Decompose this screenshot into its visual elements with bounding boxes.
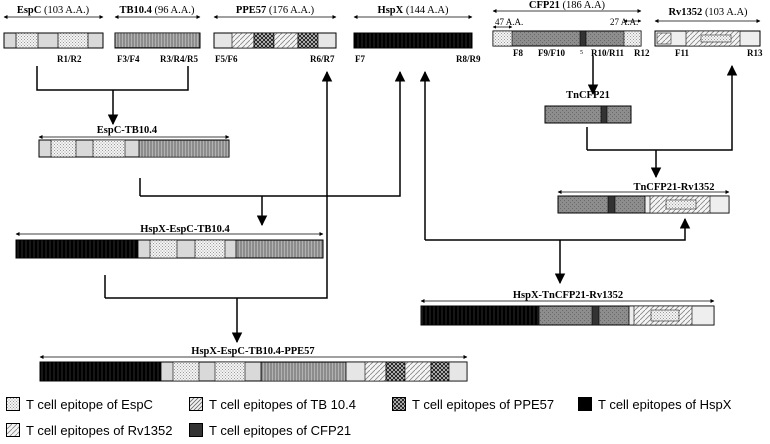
legend-item-hspx: T cell epitopes of HspX	[578, 395, 731, 413]
rv1352-name: Rv1352	[668, 7, 702, 18]
cfp21-swatch	[189, 423, 203, 437]
svg-text:CFP21 (186 A.A): CFP21 (186 A.A)	[529, 0, 606, 11]
primer-r12: R12	[634, 48, 650, 58]
legend-label-espc: T cell epitope of EspC	[26, 396, 153, 412]
svg-text:HspX (144 A.A): HspX (144 A.A)	[378, 5, 449, 16]
construct-hspx-espc-tb10-ppe57-label: HspX-EspC-TB10.4-PPE57	[191, 346, 314, 357]
primer-r8r9: R8/R9	[456, 54, 481, 64]
connector-lines	[36, 56, 738, 344]
espc-size: (103 A.A.)	[41, 5, 89, 16]
cfp21-left-segment: 47 A.A.	[495, 17, 523, 27]
construct-tncfp21-label: TnCFP21	[566, 90, 610, 101]
construct-tncfp21-rv1352-label: TnCFP21-Rv1352	[633, 182, 714, 193]
legend-item-rv1352: T cell epitopes of Rv1352	[6, 421, 172, 439]
construct-hspx-tncfp21-rv1352: HspX-TnCFP21-Rv1352	[420, 290, 715, 326]
primer-r6r7: R6/R7	[310, 54, 335, 64]
cfp21-size: (186 A.A)	[560, 0, 606, 11]
hspx-swatch	[578, 397, 592, 411]
construct-tncfp21-rv1352: TnCFP21-Rv1352	[557, 182, 730, 214]
svg-text:TB10.4 (96 A.A.): TB10.4 (96 A.A.)	[120, 5, 195, 16]
hspx-name: HspX	[378, 5, 404, 16]
legend-item-tb10: T cell epitopes of TB 10.4	[189, 395, 356, 413]
rv1352-swatch	[6, 423, 20, 437]
ppe57-protein: PPE57 (176 A.A.) F5/F6 R6/R7	[213, 5, 337, 64]
construct-espc-tb10-label: EspC-TB10.4	[97, 125, 158, 136]
legend-label-tb10: T cell epitopes of TB 10.4	[209, 396, 356, 412]
primer-f5f6: F5/F6	[215, 54, 238, 64]
rv1352-size: (103 A.A)	[702, 7, 748, 18]
construct-tncfp21: TnCFP21	[544, 90, 632, 124]
legend-item-cfp21: T cell epitopes of CFP21	[189, 421, 351, 439]
construct-hspx-tncfp21-rv1352-label: HspX-TnCFP21-Rv1352	[513, 290, 623, 301]
svg-text:PPE57 (176 A.A.): PPE57 (176 A.A.)	[236, 5, 315, 16]
legend-label-rv1352: T cell epitopes of Rv1352	[26, 422, 173, 438]
cfp21-mark: 5	[580, 50, 583, 56]
primer-r3r4r5: R3/R4/R5	[160, 54, 198, 64]
primer-f11: F11	[675, 48, 690, 58]
legend-label-ppe57: T cell epitopes of PPE57	[412, 396, 555, 412]
cfp21-right-segment: 27 A.A.	[610, 17, 638, 27]
tb10-swatch	[189, 397, 203, 411]
rv1352-protein: Rv1352 (103 A.A) F11 R13	[654, 7, 763, 58]
primer-f3f4: F3/F4	[117, 54, 140, 64]
hspx-size: (144 A.A)	[403, 5, 449, 16]
legend-item-espc: T cell epitope of EspC	[6, 395, 153, 413]
primer-r1r2: R1/R2	[57, 54, 82, 64]
legend: T cell epitope of EspC T cell epitopes o…	[0, 392, 770, 444]
ppe57-name: PPE57	[236, 5, 266, 16]
tb10-name: TB10.4	[120, 5, 153, 16]
primer-r10r11: R10/R11	[591, 48, 625, 58]
construct-hspx-espc-tb10: HspX-EspC-TB10.4	[15, 224, 324, 259]
legend-label-hspx: T cell epitopes of HspX	[598, 396, 732, 412]
svg-text:Rv1352 (103 A.A): Rv1352 (103 A.A)	[668, 7, 748, 18]
svg-text:EspC (103 A.A.): EspC (103 A.A.)	[17, 5, 90, 16]
cfp21-name: CFP21	[529, 0, 560, 11]
hspx-protein: HspX (144 A.A) F7 R8/R9	[353, 5, 481, 64]
construct-hspx-espc-tb10-ppe57: HspX-EspC-TB10.4-PPE57	[39, 346, 468, 382]
cfp21-protein: CFP21 (186 A.A) 47 A.A. 27 A.A. 5 F8 F9/…	[492, 0, 650, 58]
construct-hspx-espc-tb10-label: HspX-EspC-TB10.4	[140, 224, 230, 235]
espc-name: EspC	[17, 5, 42, 16]
primer-f9f10: F9/F10	[538, 48, 565, 58]
ppe57-size: (176 A.A.)	[266, 5, 314, 16]
espc-swatch	[6, 397, 20, 411]
legend-item-ppe57: T cell epitopes of PPE57	[392, 395, 554, 413]
tb10-size: (96 A.A.)	[152, 5, 195, 16]
primer-f7: F7	[355, 54, 365, 64]
primer-f8: F8	[513, 48, 523, 58]
tb10-protein: TB10.4 (96 A.A.) F3/F4 R3/R4/R5	[114, 5, 201, 64]
primer-r13: R13	[747, 48, 763, 58]
espc-protein: EspC (103 A.A.) R1/R2	[3, 5, 104, 64]
construct-espc-tb10: EspC-TB10.4	[38, 125, 230, 158]
legend-label-cfp21: T cell epitopes of CFP21	[209, 422, 352, 438]
ppe57-swatch	[392, 397, 406, 411]
